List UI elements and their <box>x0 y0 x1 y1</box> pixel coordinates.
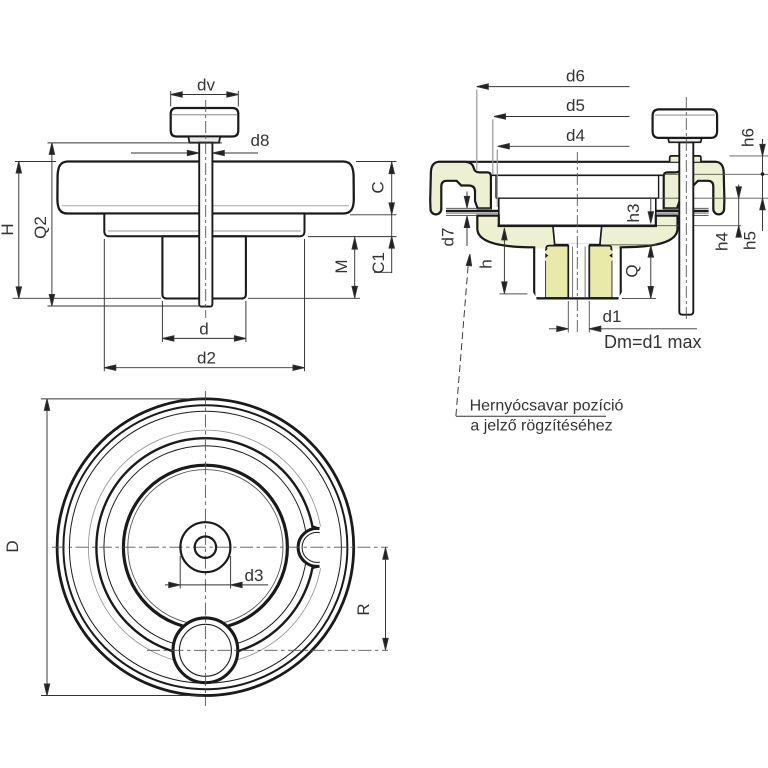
svg-text:d1: d1 <box>603 307 622 326</box>
svg-text:dv: dv <box>197 76 215 95</box>
svg-text:a jelző rögzítéséhez: a jelző rögzítéséhez <box>470 418 612 435</box>
svg-text:d4: d4 <box>566 126 585 145</box>
svg-text:h5: h5 <box>741 231 760 250</box>
svg-text:h4: h4 <box>713 232 732 251</box>
svg-text:d8: d8 <box>251 131 270 150</box>
svg-text:h: h <box>477 259 496 268</box>
svg-text:H: H <box>0 223 17 235</box>
svg-text:Q: Q <box>623 264 642 277</box>
svg-text:Hernyócsavar pozíció: Hernyócsavar pozíció <box>470 398 624 415</box>
svg-text:d3: d3 <box>245 566 264 585</box>
svg-text:C1: C1 <box>369 252 388 274</box>
svg-text:h3: h3 <box>624 204 643 223</box>
svg-text:d7: d7 <box>439 228 458 247</box>
svg-text:D: D <box>3 540 22 552</box>
svg-text:C: C <box>369 181 388 193</box>
svg-text:Dm=d1 max: Dm=d1 max <box>604 332 702 352</box>
svg-text:M: M <box>332 259 351 273</box>
svg-text:R: R <box>354 603 373 615</box>
svg-text:d6: d6 <box>566 67 585 86</box>
svg-text:d2: d2 <box>197 349 216 368</box>
svg-text:Q2: Q2 <box>31 216 50 239</box>
svg-text:d: d <box>199 320 208 339</box>
svg-text:d5: d5 <box>566 96 585 115</box>
svg-text:h6: h6 <box>739 128 758 147</box>
